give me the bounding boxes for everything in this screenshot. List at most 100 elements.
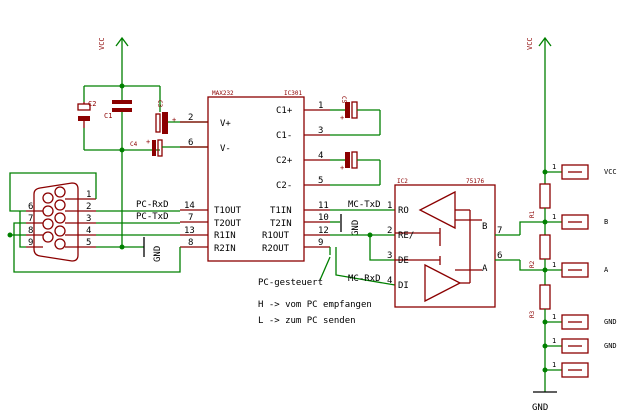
max-pin-num-3: 3 xyxy=(318,126,323,136)
gnd-mid-label: GND xyxy=(153,246,163,262)
max-pin-c2minus: C2- xyxy=(276,181,292,191)
c3-label: C3 xyxy=(156,100,163,108)
capacitor-c3: + C3 xyxy=(155,100,176,134)
max-pin-c1minus: C1- xyxy=(276,131,292,141)
connector-vcc: 1 VCC xyxy=(545,163,617,180)
ic2-pin-de: DE xyxy=(398,256,409,266)
ic2-pin-num-3: 3 xyxy=(387,251,392,261)
dsub-pin-1: 1 xyxy=(86,190,91,200)
max-pin-num-9: 9 xyxy=(318,238,323,248)
ic2-pin-num-4: 4 xyxy=(387,276,392,286)
net-mc-txd: MC-TxD xyxy=(348,200,381,210)
max-pin-t1in: T1IN xyxy=(270,206,292,216)
max232-ic: MAX232 IC301 xyxy=(207,90,305,262)
r2-label: R2 xyxy=(529,260,536,268)
max-pin-num-11: 11 xyxy=(318,201,329,211)
conn-gnd2-label: GND xyxy=(604,342,617,350)
max-pin-num-5: 5 xyxy=(318,176,323,186)
max-pin-t2out: T2OUT xyxy=(214,219,242,229)
max-pin-num-1: 1 xyxy=(318,101,323,111)
capacitor-c2pump: + xyxy=(330,151,381,186)
connector-gnd-2: 1 GND xyxy=(545,337,617,354)
max-pin-num-7: 7 xyxy=(188,213,193,223)
vcc-right-symbol: VCC xyxy=(526,36,552,184)
max-pin-c1plus: C1+ xyxy=(276,106,293,116)
net-pc-txd: PC-TxD xyxy=(136,212,169,222)
conn-gnd3-pin: 1 xyxy=(552,361,556,369)
svg-text:+: + xyxy=(146,138,150,146)
max-pin-num-2: 2 xyxy=(188,113,193,123)
conn-vcc-label: VCC xyxy=(604,168,617,176)
max-pin-num-12: 12 xyxy=(318,226,329,236)
connector-a: 1 A xyxy=(545,261,609,278)
note-low: L -> zum PC senden xyxy=(258,316,356,326)
max-pin-r1out: R1OUT xyxy=(262,231,290,241)
max-pin-c2plus: C2+ xyxy=(276,156,293,166)
conn-b-pin: 1 xyxy=(552,213,556,221)
dsub-pin-5: 5 xyxy=(86,238,91,248)
max-pin-r2in: R2IN xyxy=(214,244,236,254)
r1-label: R1 xyxy=(529,210,536,218)
ic2-ref: IC2 xyxy=(397,178,408,185)
connector-gnd-3: 1 xyxy=(545,361,589,378)
capacitor-c2: C2 xyxy=(77,100,96,128)
dsub-pin-7: 7 xyxy=(28,214,33,224)
dsub-pin-9: 9 xyxy=(28,238,33,248)
max-pin-num-6: 6 xyxy=(188,138,193,148)
svg-text:+: + xyxy=(340,164,344,172)
ic2-pin-num-6: 6 xyxy=(497,251,502,261)
dsub-pin-4: 4 xyxy=(86,226,91,236)
svg-text:+: + xyxy=(172,116,176,124)
gnd-t2in-symbol: GND xyxy=(330,214,361,236)
dsub-pin-6: 6 xyxy=(28,202,33,212)
ic2-pin-num-1: 1 xyxy=(387,201,392,211)
c2-label: C2 xyxy=(88,100,96,108)
resistor-r3: R3 xyxy=(529,284,551,318)
connector-gnd-1: 1 GND xyxy=(545,313,617,330)
conn-vcc-pin: 1 xyxy=(552,163,556,171)
max-pin-num-14: 14 xyxy=(184,201,195,211)
c1-label: C1 xyxy=(104,112,112,120)
net-mc-rxd: MC-RxD xyxy=(348,274,381,284)
max-pin-r2out: R2OUT xyxy=(262,244,290,254)
note-high: H -> vom PC empfangen xyxy=(258,300,372,310)
ic2-pin-num-2: 2 xyxy=(387,226,392,236)
dsub-pin-8: 8 xyxy=(28,226,33,236)
max-pin-num-10: 10 xyxy=(318,213,329,223)
max-pin-num-8: 8 xyxy=(188,238,193,248)
max-pin-vminus: V- xyxy=(220,144,231,154)
capacitor-c5: + C5 xyxy=(330,96,381,136)
net-pc-rxd: PC-RxD xyxy=(136,200,169,210)
svg-text:GND: GND xyxy=(351,220,361,236)
max-pin-num-13: 13 xyxy=(184,226,195,236)
conn-a-pin: 1 xyxy=(552,261,556,269)
dsub9-connector xyxy=(33,182,79,262)
svg-text:+: + xyxy=(340,114,344,122)
gnd-mid-symbol: GND xyxy=(122,237,163,262)
capacitor-c1: C1 xyxy=(104,100,132,120)
ic2-pin-num-7: 7 xyxy=(497,226,502,236)
conn-gnd2-pin: 1 xyxy=(552,337,556,345)
max-pin-r1in: R1IN xyxy=(214,231,236,241)
net-pc-gesteuert: PC-gesteuert xyxy=(258,278,323,288)
c5-label: C5 xyxy=(340,96,347,104)
dsub-pin-3: 3 xyxy=(86,214,91,224)
vcc-right-label: VCC xyxy=(526,37,534,50)
ic2-pin-b: B xyxy=(482,222,487,232)
c4-label: C4 xyxy=(130,141,138,148)
ic2-75176: IC2 75176 xyxy=(394,178,496,308)
conn-gnd1-label: GND xyxy=(604,318,617,326)
conn-b-label: B xyxy=(604,218,608,226)
resistor-r2: R2 xyxy=(529,234,551,268)
max232-ref: IC301 xyxy=(284,90,302,97)
gnd-bottom-label: GND xyxy=(532,403,548,413)
vcc-left-label: VCC xyxy=(98,37,106,50)
dsub-pin-2: 2 xyxy=(86,202,91,212)
conn-a-label: A xyxy=(604,266,609,274)
gnd-bottom-symbol: GND xyxy=(532,391,557,413)
max-pin-t2in: T2IN xyxy=(270,219,292,229)
vcc-left-symbol: VCC xyxy=(98,36,129,86)
ic2-name: 75176 xyxy=(466,178,484,185)
max232-name: MAX232 xyxy=(212,90,234,97)
